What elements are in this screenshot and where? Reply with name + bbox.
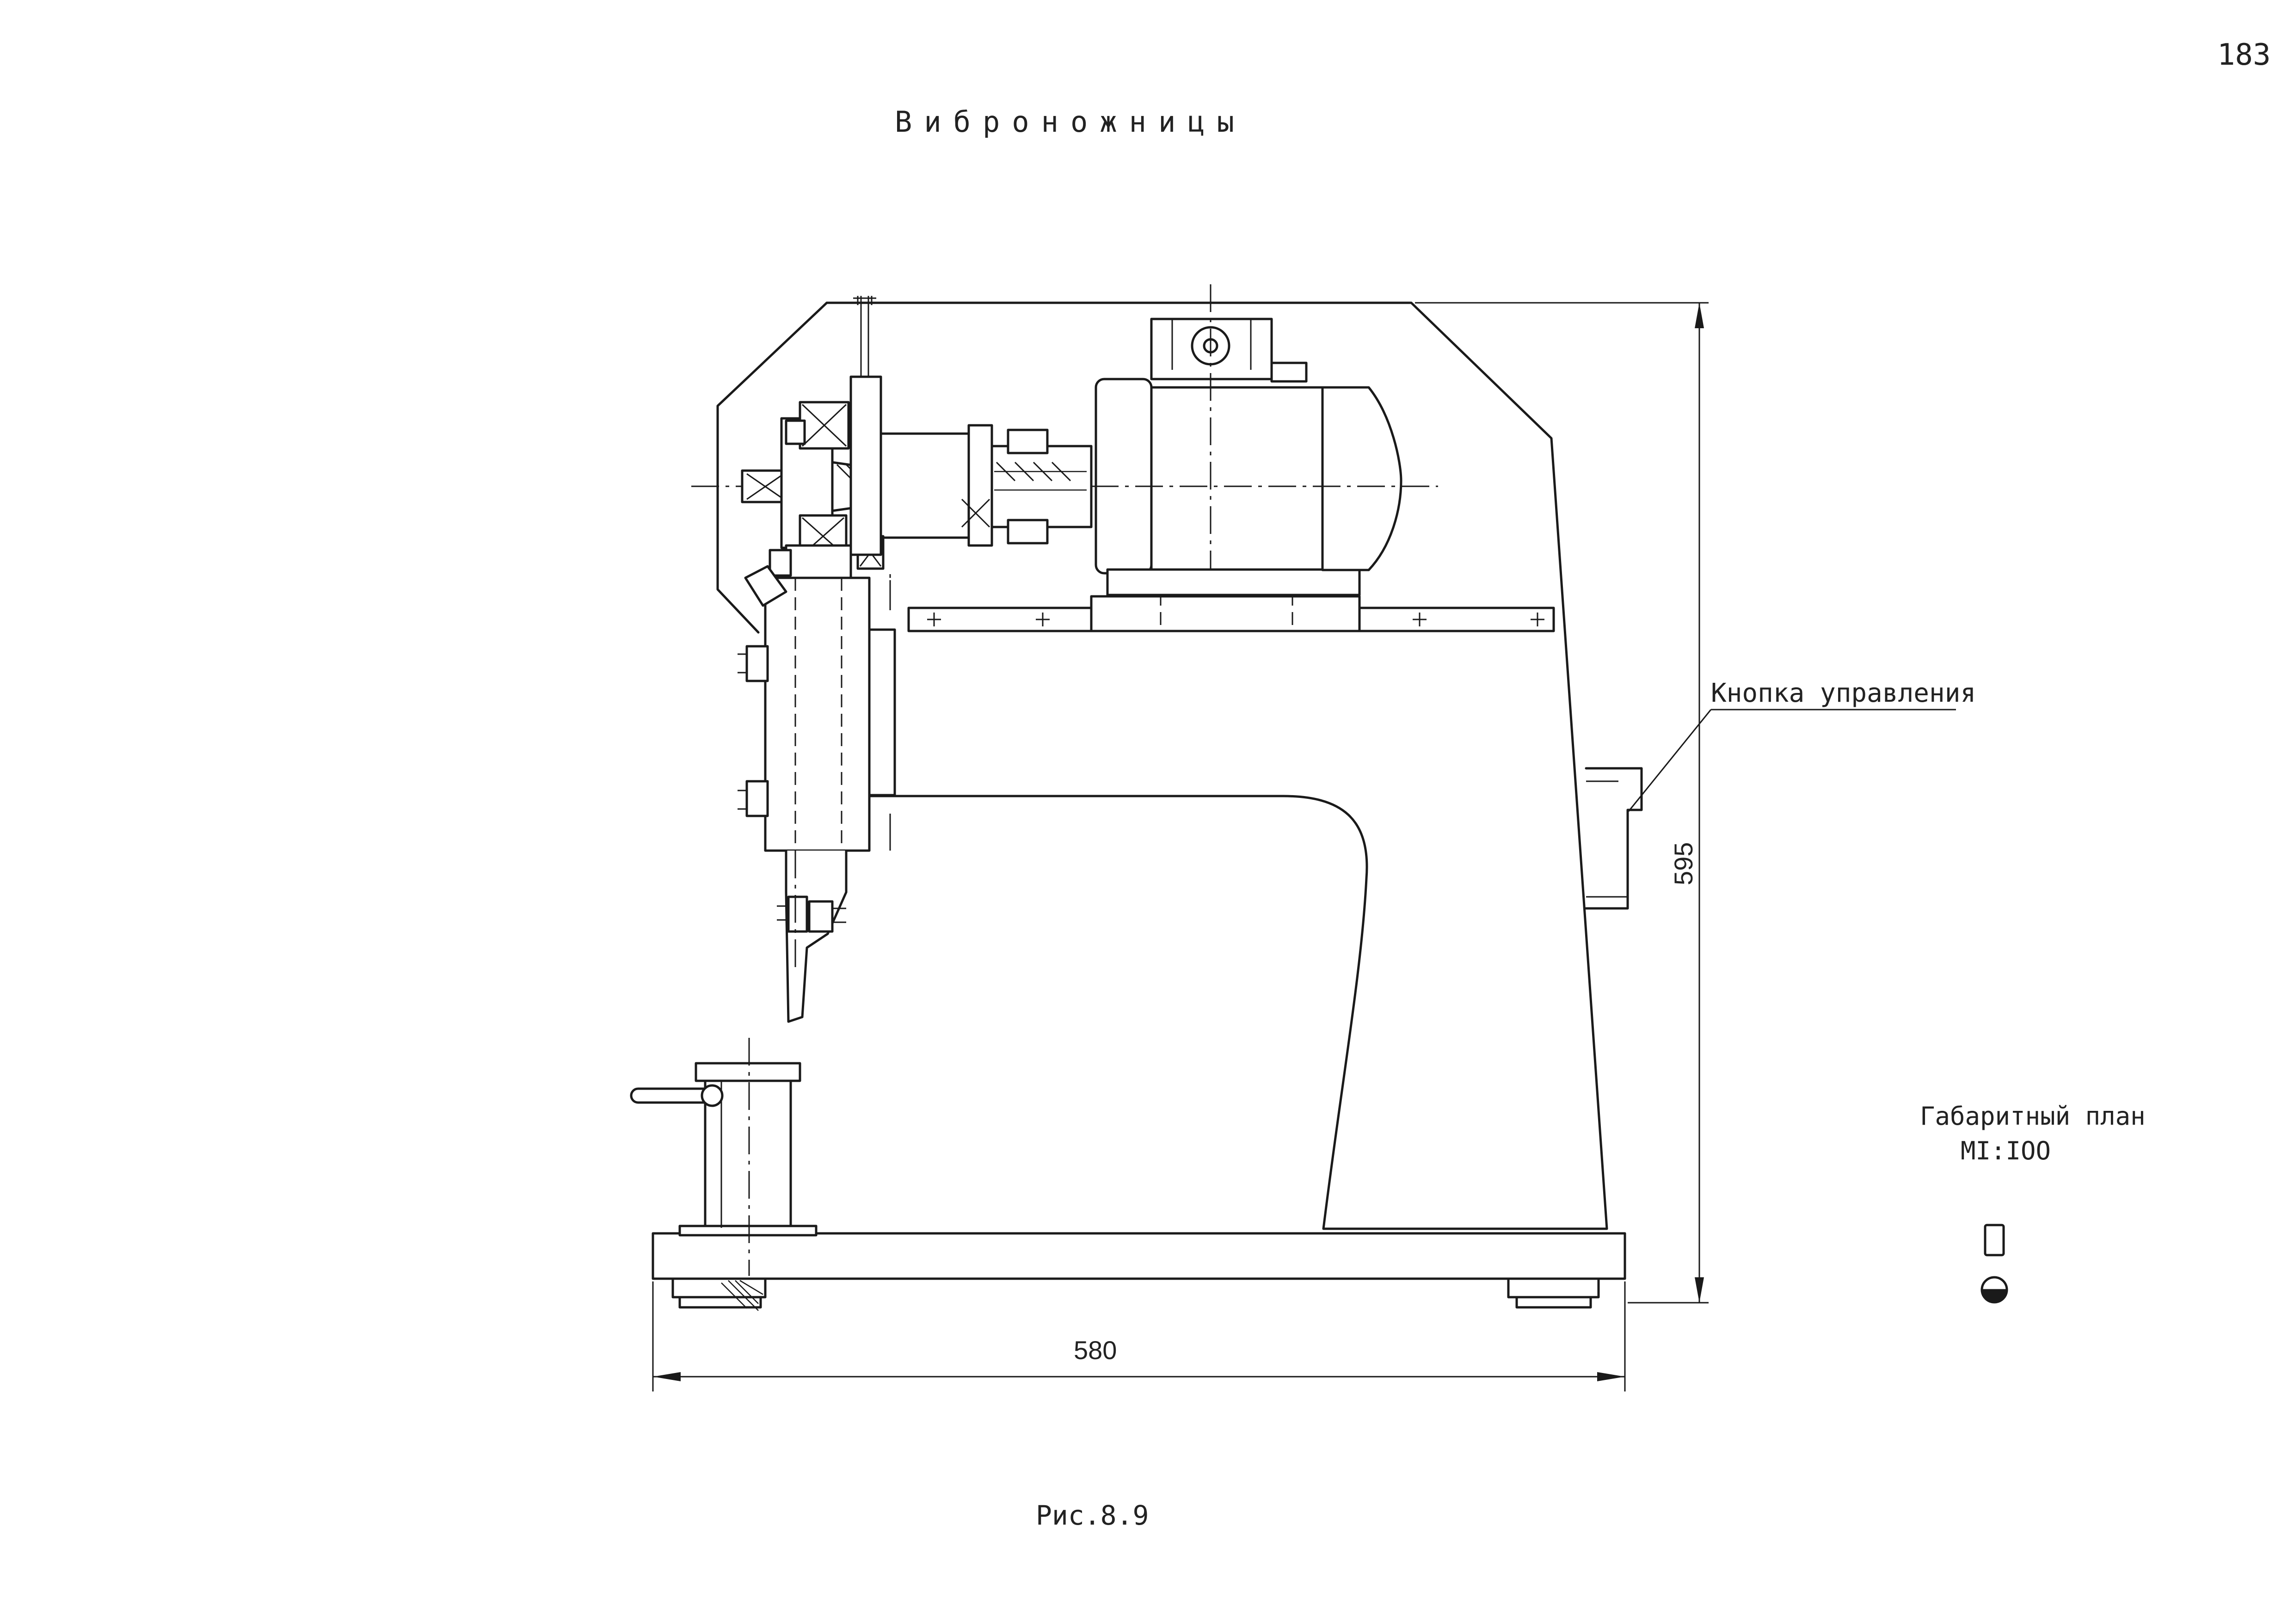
foot-hatching — [721, 1280, 763, 1311]
control-button-label: Кнопка управления — [1711, 678, 1976, 708]
foot-right — [1507, 1277, 1600, 1299]
page-title: Виброножницы — [895, 105, 1246, 139]
motor-base — [1090, 595, 1361, 632]
base-plate — [652, 1232, 1626, 1280]
dimension-width: 580 — [652, 1281, 1626, 1391]
electric-motor — [1095, 284, 1402, 596]
dimension-height: 595 — [1415, 302, 1709, 1304]
plan-circle-symbol — [1980, 1276, 2008, 1304]
control-button-leader — [1628, 709, 1712, 812]
plan-symbols — [1980, 1224, 2008, 1304]
plan-scale: МI:IOO — [1961, 1136, 2051, 1165]
plan-title: Габаритный план — [1920, 1102, 2146, 1131]
frame-outline — [825, 301, 1608, 1230]
support-post — [630, 1038, 818, 1276]
page-number: 183 — [2217, 38, 2271, 72]
dimension-width-value: 580 — [1074, 1336, 1117, 1365]
eccentric-head — [741, 296, 885, 579]
machine-drawing: * * — [630, 284, 1956, 1311]
dimension-height-value: 595 — [1669, 842, 1698, 885]
plan-rectangle-symbol — [1984, 1224, 2005, 1256]
foot-right-inner — [1515, 1296, 1592, 1309]
knife-carrier — [738, 565, 896, 852]
control-button — [1585, 767, 1643, 910]
foot-left-inner — [678, 1296, 762, 1309]
rail-marks — [927, 613, 1544, 626]
figure-caption: Рис.8.9 — [1036, 1500, 1149, 1531]
head-housing — [716, 301, 828, 634]
knife-blade — [777, 849, 848, 1023]
